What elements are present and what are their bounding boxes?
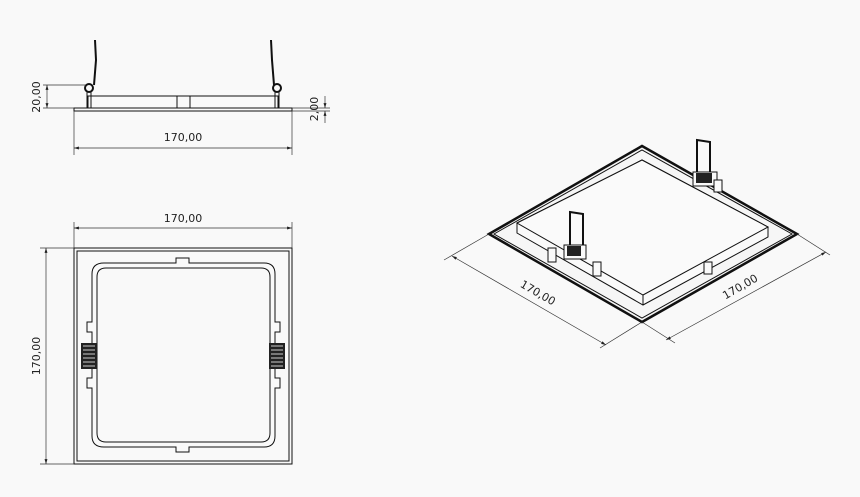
- front-body: [87, 95, 279, 109]
- spring-clip-right: [270, 39, 282, 108]
- inner-cutout: [86, 257, 281, 453]
- top-view: 170,00 170,00: [30, 212, 293, 465]
- outer-frame: [73, 247, 293, 465]
- iso-left-label: 170,00: [518, 278, 558, 309]
- isometric-view: 170,00 170,00: [443, 138, 831, 349]
- top-width-label: 170,00: [164, 212, 203, 225]
- front-view: 170,00 20,00 2,00: [30, 39, 330, 155]
- iso-body-top: [515, 159, 770, 296]
- iso-right-label: 170,00: [720, 272, 760, 303]
- top-height-label: 170,00: [30, 337, 43, 376]
- front-height-label: 20,00: [30, 81, 43, 113]
- spring-left: [81, 343, 97, 369]
- front-plate-label: 2,00: [308, 97, 321, 122]
- spring-clip-left: [84, 39, 98, 108]
- spring-right: [269, 343, 285, 369]
- front-width-label: 170,00: [164, 131, 203, 144]
